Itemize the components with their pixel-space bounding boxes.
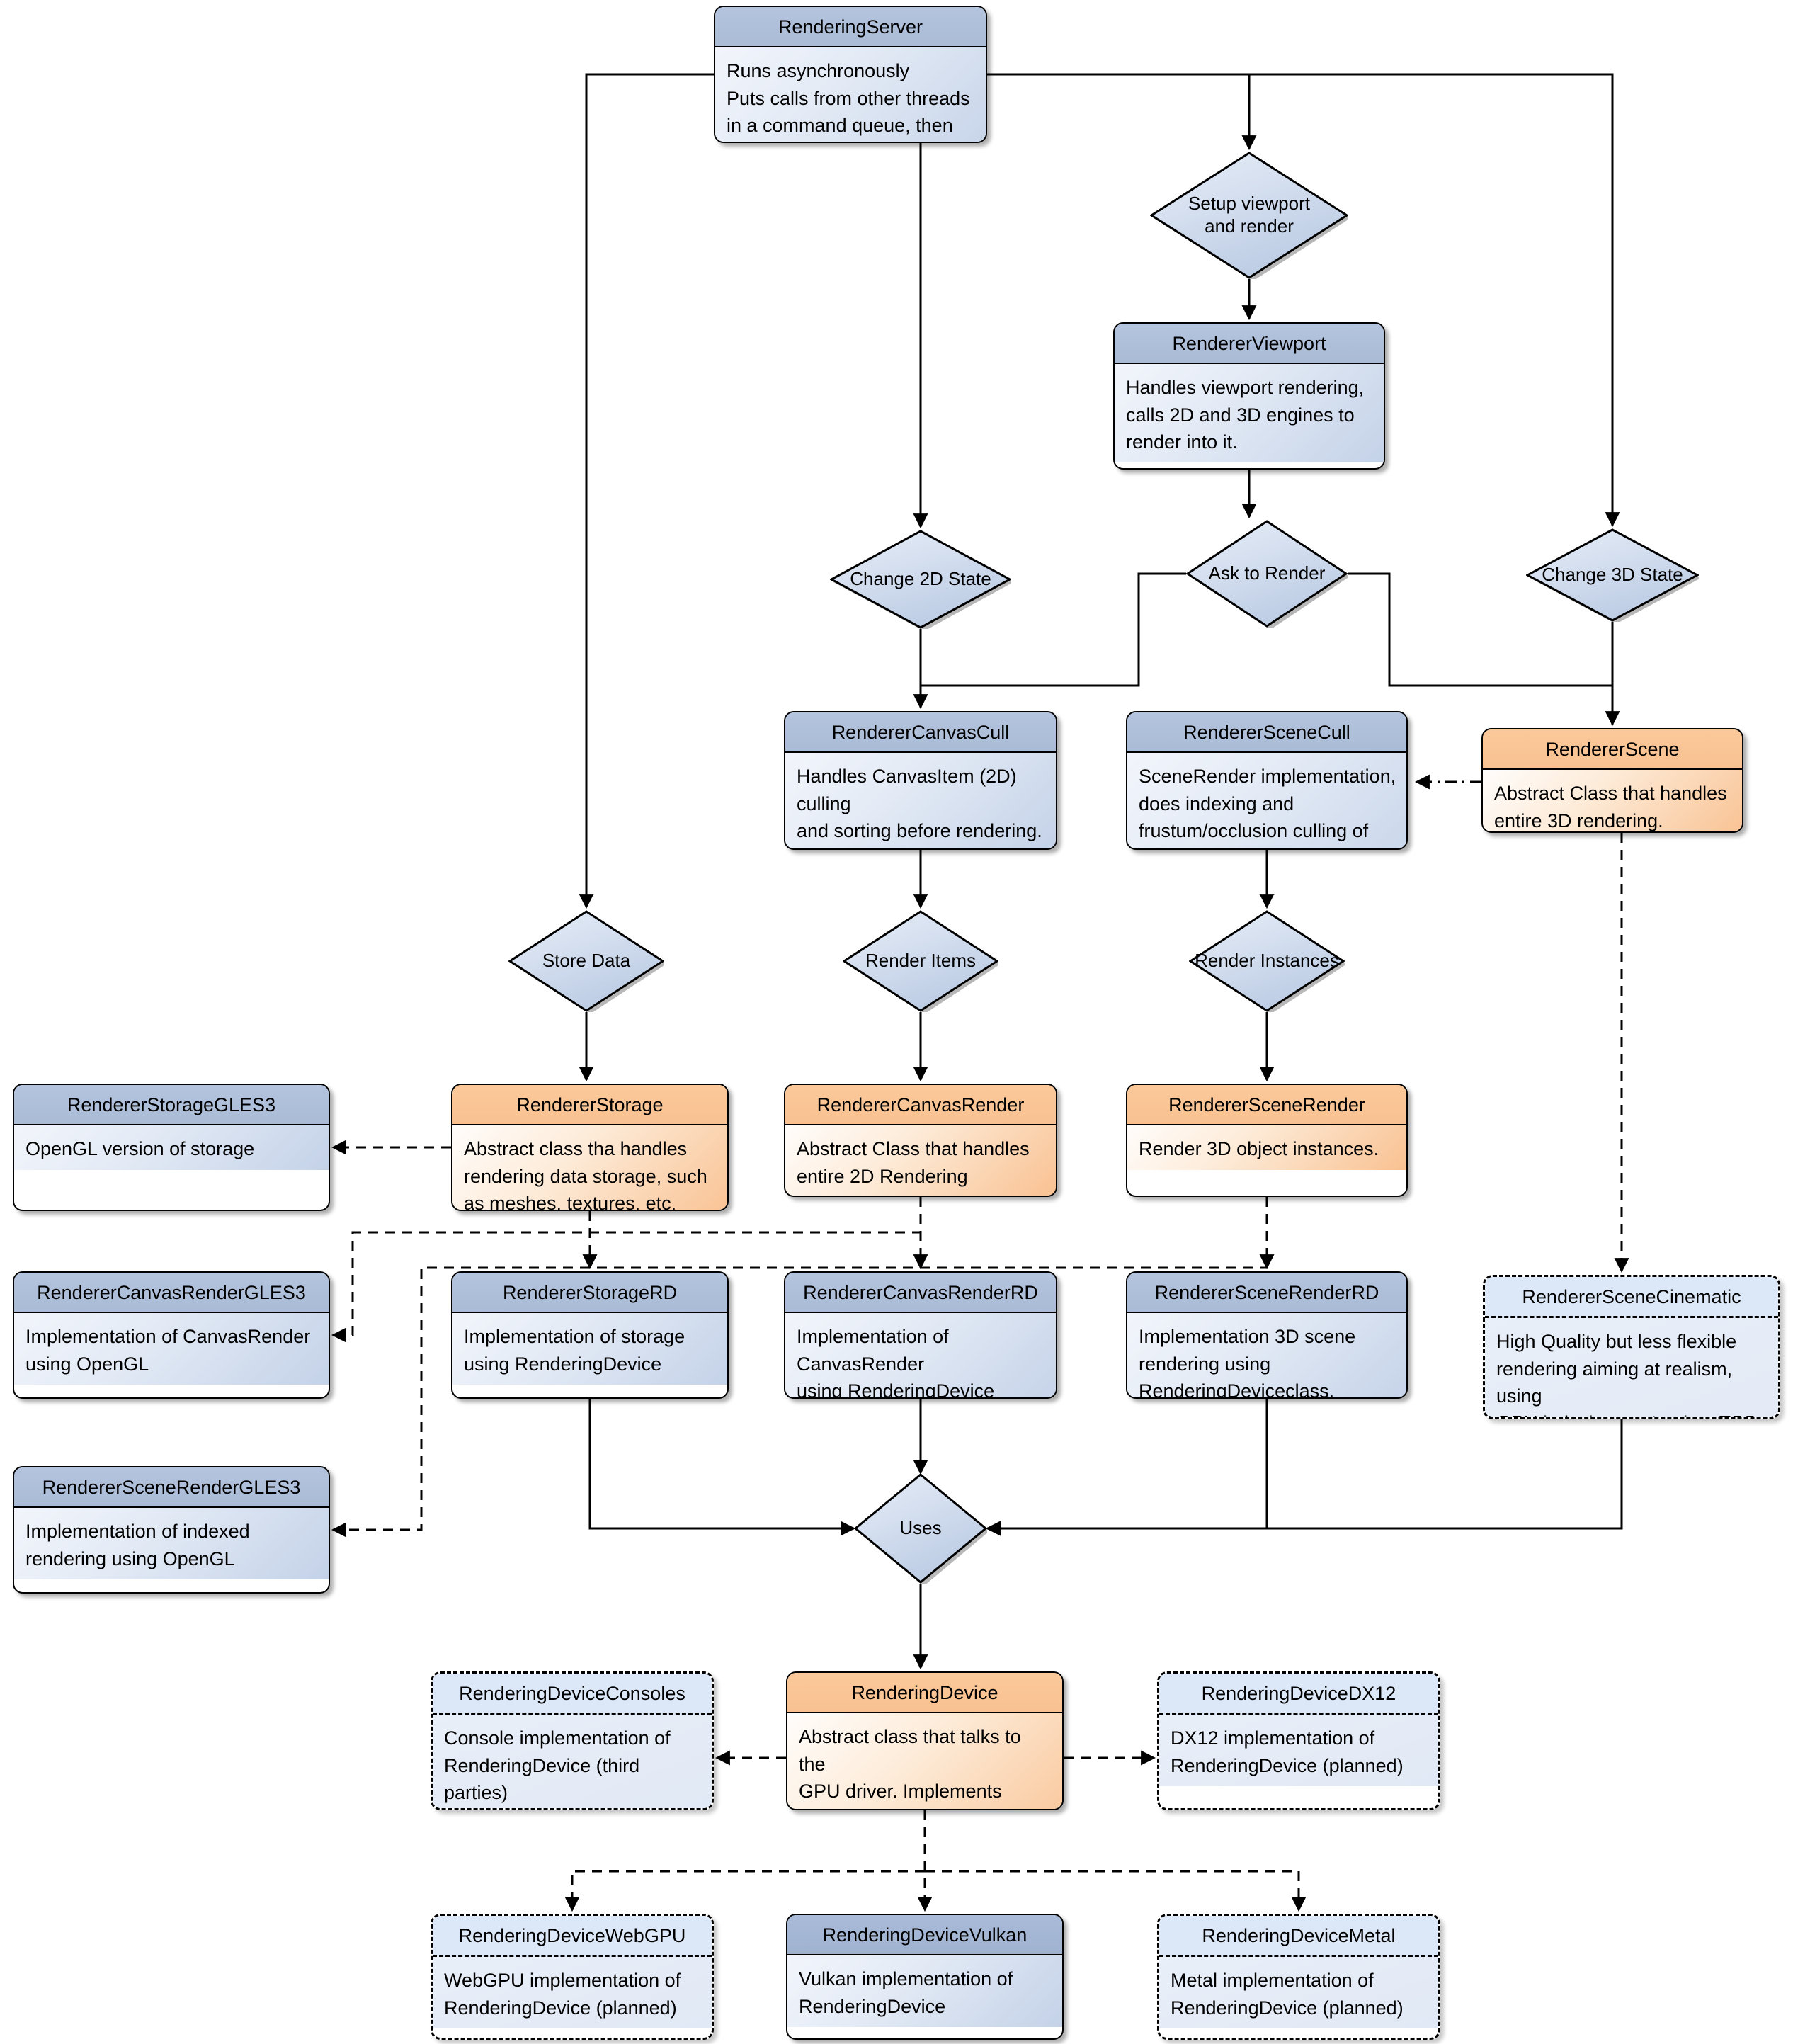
edge-rendering-server-to-store-data xyxy=(579,73,714,909)
edge-storage-rd-to-uses xyxy=(588,1399,856,1536)
decision-change-3d-state[interactable]: Change 3D State xyxy=(1526,528,1699,622)
node-body-rendering-device-metal: Metal implementation of RenderingDevice … xyxy=(1159,1957,1438,2029)
decision-change-2d-state[interactable]: Change 2D State xyxy=(830,530,1011,629)
edge-scene-cinematic-to-uses xyxy=(985,1419,1623,1536)
node-body-renderer-scene-cull: SceneRender implementation, does indexin… xyxy=(1127,753,1406,848)
node-title-renderer-scene-cull: RendererSceneCull xyxy=(1127,712,1406,754)
node-title-renderer-scene-cinematic: RendererSceneCinematic xyxy=(1485,1277,1778,1319)
node-body-renderer-viewport: Handles viewport rendering, calls 2D and… xyxy=(1115,364,1384,463)
edge-rendering-device-to-webgpu xyxy=(564,1870,925,1912)
node-body-renderer-canvas-render: Abstract Class that handles entire 2D Re… xyxy=(785,1125,1056,1196)
decision-store-data[interactable]: Store Data xyxy=(508,910,664,1012)
node-title-rendering-device: RenderingDevice xyxy=(787,1673,1062,1714)
decision-render-instances[interactable]: Render Instances xyxy=(1189,910,1345,1012)
node-title-renderer-storage: RendererStorage xyxy=(452,1085,727,1126)
node-body-rendering-device-dx12: DX12 implementation of RenderingDevice (… xyxy=(1159,1715,1438,1787)
node-title-renderer-storage-gles3: RendererStorageGLES3 xyxy=(14,1085,329,1126)
edge-rendering-device-to-metal xyxy=(925,1870,1307,1912)
decision-uses[interactable]: Uses xyxy=(854,1473,987,1584)
decision-ask-to-render[interactable]: Ask to Render xyxy=(1186,520,1348,628)
node-title-renderer-scene-render: RendererSceneRender xyxy=(1127,1085,1406,1126)
node-body-renderer-storage-gles3: OpenGL version of storage xyxy=(14,1125,329,1170)
node-title-renderer-canvas-render-rd: RendererCanvasRenderRD xyxy=(785,1273,1056,1314)
decision-shape-store-data xyxy=(508,910,664,1012)
node-title-rendering-device-metal: RenderingDeviceMetal xyxy=(1159,1916,1438,1958)
node-body-renderer-canvas-render-gles3: Implementation of CanvasRender using Ope… xyxy=(14,1313,329,1385)
node-title-renderer-scene-render-rd: RendererSceneRenderRD xyxy=(1127,1273,1406,1314)
decision-shape-render-items xyxy=(843,910,998,1012)
node-body-renderer-storage: Abstract class tha handles rendering dat… xyxy=(452,1125,727,1210)
edge-scene-render-rd-to-uses xyxy=(985,1399,1268,1536)
decision-shape-uses xyxy=(854,1473,987,1584)
node-body-renderer-canvas-render-rd: Implementation of CanvasRender using Ren… xyxy=(785,1313,1056,1397)
node-body-renderer-scene-cinematic: High Quality but less flexible rendering… xyxy=(1485,1318,1778,1417)
node-body-rendering-device-vulkan: Vulkan implementation of RenderingDevice xyxy=(787,1955,1062,2028)
node-title-renderer-canvas-render-gles3: RendererCanvasRenderGLES3 xyxy=(14,1273,329,1314)
node-title-rendering-device-consoles: RenderingDeviceConsoles xyxy=(433,1674,712,1715)
node-body-renderer-scene-render: Render 3D object instances. xyxy=(1127,1125,1406,1170)
node-title-rendering-server: RenderingServer xyxy=(715,7,986,48)
node-title-renderer-storage-rd: RendererStorageRD xyxy=(452,1273,727,1314)
node-title-renderer-scene: RendererScene xyxy=(1483,729,1742,771)
decision-shape-ask-to-render xyxy=(1186,520,1348,628)
decision-shape-setup-viewport-and-render xyxy=(1150,152,1348,279)
node-body-rendering-device-consoles: Console implementation of RenderingDevic… xyxy=(433,1715,712,1808)
node-title-renderer-viewport: RendererViewport xyxy=(1115,324,1384,365)
node-body-rendering-server: Runs asynchronously Puts calls from othe… xyxy=(715,47,986,142)
node-title-renderer-canvas-render: RendererCanvasRender xyxy=(785,1085,1056,1126)
node-body-renderer-storage-rd: Implementation of storage using Renderin… xyxy=(452,1313,727,1385)
node-body-rendering-device: Abstract class that talks to the GPU dri… xyxy=(787,1713,1062,1809)
node-title-rendering-device-dx12: RenderingDeviceDX12 xyxy=(1159,1674,1438,1715)
decision-render-items[interactable]: Render Items xyxy=(843,910,998,1012)
node-body-rendering-device-webgpu: WebGPU implementation of RenderingDevice… xyxy=(433,1957,712,2029)
node-title-renderer-scene-render-gles3: RendererSceneRenderGLES3 xyxy=(14,1467,329,1509)
node-body-renderer-scene-render-gles3: Implementation of indexed rendering usin… xyxy=(14,1508,329,1580)
node-title-rendering-device-webgpu: RenderingDeviceWebGPU xyxy=(433,1916,712,1958)
decision-setup-viewport-and-render[interactable]: Setup viewport and render xyxy=(1150,152,1348,279)
node-body-renderer-scene-render-rd: Implementation 3D scene rendering using … xyxy=(1127,1313,1406,1397)
decision-shape-change-3d-state xyxy=(1526,528,1699,622)
node-body-renderer-scene: Abstract Class that handles entire 3D re… xyxy=(1483,770,1742,831)
node-body-renderer-canvas-cull: Handles CanvasItem (2D) culling and sort… xyxy=(785,753,1056,848)
node-title-rendering-device-vulkan: RenderingDeviceVulkan xyxy=(787,1915,1062,1956)
node-title-renderer-canvas-cull: RendererCanvasCull xyxy=(785,712,1056,754)
decision-shape-render-instances xyxy=(1189,910,1345,1012)
decision-shape-change-2d-state xyxy=(830,530,1011,629)
